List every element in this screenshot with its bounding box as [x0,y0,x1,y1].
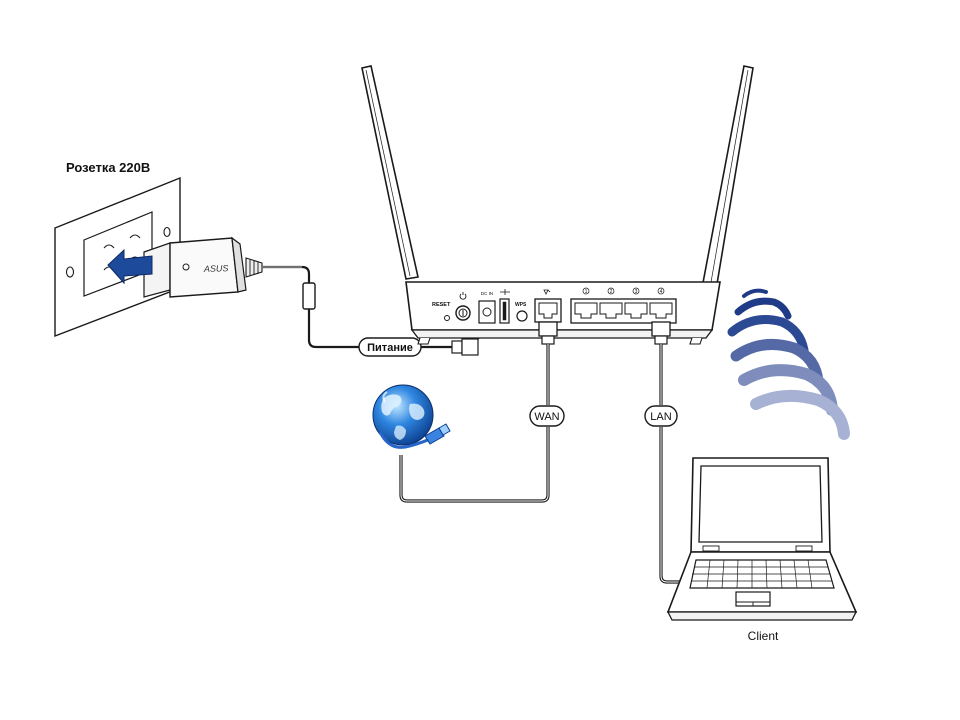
socket-title: Розетка 220В [66,160,150,175]
reset-button [444,315,450,321]
power-label: Питание [367,342,413,354]
cable-ferrite [302,282,316,310]
dc-in-label: DC IN [481,291,493,296]
lan-cable-plug [651,321,671,345]
wps-label: WPS [515,302,527,308]
power-adapter [143,236,263,298]
wps-button [516,310,528,322]
power-label-pill: Питание [358,337,422,357]
reset-label: RESET [432,302,451,308]
internet-globe-icon [372,384,451,449]
usb-port [499,289,510,324]
lan-port-numbers: 1 2 3 4 [582,287,665,295]
lan-cable [659,344,686,584]
lan-port-number-3: 3 [635,289,638,295]
dc-in-port [478,300,496,324]
power-button [455,292,471,321]
client-laptop [666,457,858,621]
lan-port-number-1: 1 [585,289,588,295]
plug-in-arrow [107,248,153,285]
wan-label: WAN [534,411,559,423]
wan-cable [399,344,550,503]
lan-label-pill: LAN [644,405,678,427]
lan-port-number-4: 4 [660,289,663,295]
wifi-signal-icon [727,288,850,440]
power-cable [262,265,452,349]
lan-label: LAN [650,411,671,423]
lan-ports [570,298,677,324]
wan-label-pill: WAN [529,405,565,427]
wan-cable-plug [538,321,558,345]
lan-port-number-2: 2 [610,289,613,295]
client-label: Client [748,629,779,643]
adapter-brand: ASUS [203,263,229,274]
